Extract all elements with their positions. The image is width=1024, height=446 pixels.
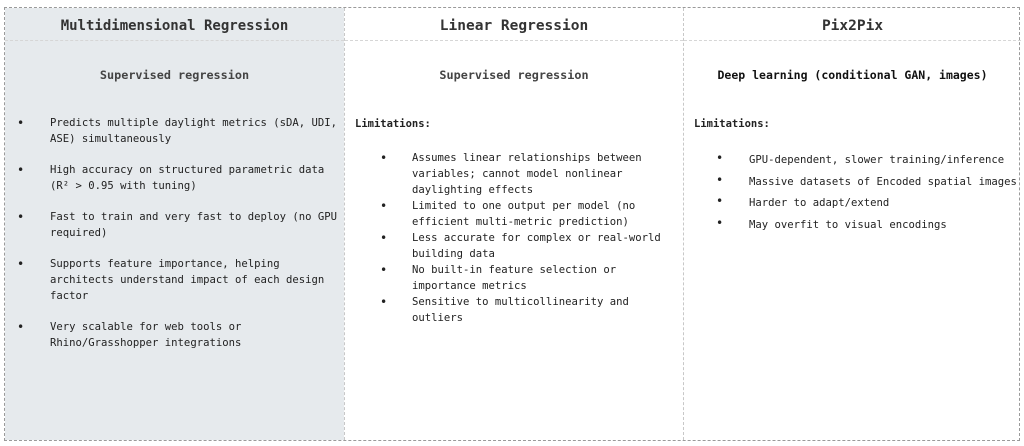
list-item: • Supports feature importance, helping ar… xyxy=(17,256,340,304)
list-item: • Less accurate for complex or real-world… xyxy=(380,230,677,262)
comparison-table: Multidimensional Regression Supervised r… xyxy=(4,7,1021,441)
bullet-icon: • xyxy=(17,320,25,334)
bullet-icon: • xyxy=(380,295,388,309)
list-item: • GPU-dependent, slower training/inferenc… xyxy=(716,150,1017,172)
bullet-icon: • xyxy=(17,257,25,271)
list-item-text: Fast to train and very fast to deploy (n… xyxy=(50,211,338,239)
bullet-icon: • xyxy=(716,194,724,208)
list-item: • Assumes linear relationships between va… xyxy=(380,150,677,198)
column-title: Multidimensional Regression xyxy=(5,12,344,41)
list-item-text: Assumes linear relationships between var… xyxy=(412,152,642,196)
limitations-label: Limitations: xyxy=(355,118,431,130)
list-item-text: Very scalable for web tools or Rhino/Gra… xyxy=(50,321,242,349)
list-item-text: Harder to adapt/extend xyxy=(749,197,890,209)
limitations-list: • GPU-dependent, slower training/inferenc… xyxy=(716,150,1017,237)
list-item: • No built-in feature selection or import… xyxy=(380,262,677,294)
bullet-icon: • xyxy=(380,263,388,277)
list-item: • Limited to one output per model (no eff… xyxy=(380,198,677,230)
list-item-text: Massive datasets of Encoded spatial imag… xyxy=(749,175,1017,188)
list-item-text: Limited to one output per model (no effi… xyxy=(412,200,636,228)
list-item-text: GPU-dependent, slower training/inference xyxy=(749,154,1005,166)
column-title: Linear Regression xyxy=(345,12,683,41)
list-item: • High accuracy on structured parametric … xyxy=(17,162,340,194)
list-item: • Harder to adapt/extend xyxy=(716,193,1017,215)
limitations-list: • Assumes linear relationships between va… xyxy=(380,150,677,326)
column-pix2pix: Pix2Pix Deep learning (conditional GAN, … xyxy=(683,8,1021,440)
bullet-icon: • xyxy=(17,210,25,224)
bullet-icon: • xyxy=(716,215,724,230)
list-item: • Fast to train and very fast to deploy (… xyxy=(17,209,340,241)
list-item: • May overfit to visual encodings xyxy=(716,215,1017,237)
column-subtitle: Supervised regression xyxy=(99,68,250,82)
bullet-icon: • xyxy=(380,231,388,245)
list-item: • Massive datasets of Encoded spatial ima… xyxy=(716,172,1017,194)
column-subtitle: Supervised regression xyxy=(439,68,589,82)
column-title: Pix2Pix xyxy=(684,12,1021,41)
list-item-text: No built-in feature selection or importa… xyxy=(412,264,617,292)
list-item-text: Sensitive to multicollinearity and outli… xyxy=(412,296,629,324)
list-item-text: Predicts multiple daylight metrics (sDA,… xyxy=(50,117,338,145)
bullet-icon: • xyxy=(380,199,388,213)
list-item: • Very scalable for web tools or Rhino/Gr… xyxy=(17,319,340,351)
list-item: • Predicts multiple daylight metrics (sDA… xyxy=(17,115,340,147)
bullet-icon: • xyxy=(380,151,388,165)
list-item-text: Less accurate for complex or real-world … xyxy=(412,232,661,260)
limitations-label: Limitations: xyxy=(694,118,770,130)
column-linear-regression: Linear Regression Supervised regression … xyxy=(344,8,683,440)
list-item: • Sensitive to multicollinearity and outl… xyxy=(380,294,677,326)
bullet-icon: • xyxy=(716,151,724,165)
list-item-text: Supports feature importance, helping arc… xyxy=(50,258,325,302)
bullet-icon: • xyxy=(716,172,724,187)
bullet-icon: • xyxy=(17,163,25,177)
column-multidimensional-regression: Multidimensional Regression Supervised r… xyxy=(5,8,344,440)
bullet-icon: • xyxy=(17,116,25,130)
column-subtitle: Deep learning (conditional GAN, images) xyxy=(717,68,988,82)
advantages-list: • Predicts multiple daylight metrics (sDA… xyxy=(17,115,340,366)
list-item-text: May overfit to visual encodings xyxy=(749,218,947,231)
list-item-text: High accuracy on structured parametric d… xyxy=(50,164,325,192)
